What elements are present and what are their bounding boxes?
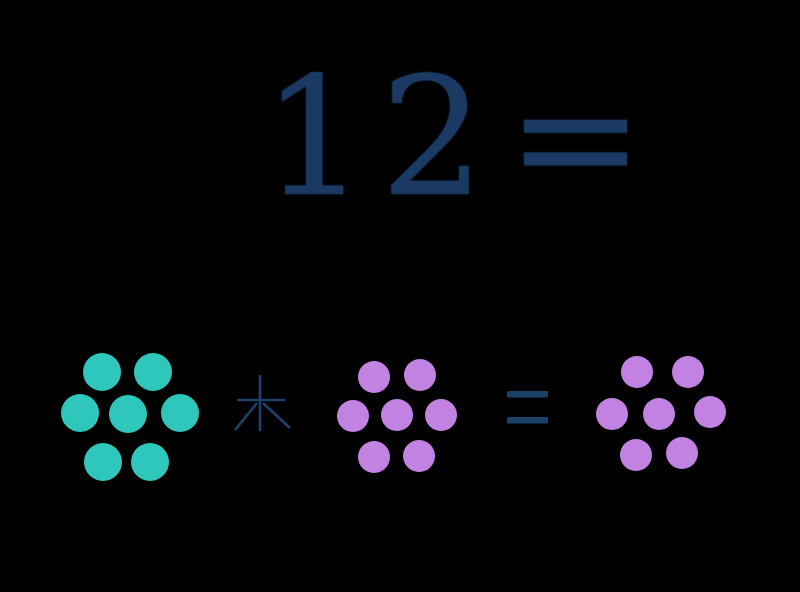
addend-2-dot: [337, 400, 369, 432]
addend-2-dot: [381, 399, 413, 431]
plus-operator-icon: [233, 375, 291, 431]
plus-right-diagonal-stroke: [262, 402, 291, 429]
addend-1-dot: [84, 443, 122, 481]
addend-2-dot: [358, 441, 390, 473]
equals-bottom-bar: [507, 417, 548, 424]
addend-1-dot: [161, 394, 199, 432]
addend-1-dot: [109, 395, 147, 433]
addend-2-dot-group: [337, 359, 457, 473]
sum-dot-group: [596, 356, 726, 471]
addend-1-dot: [131, 443, 169, 481]
sum-dot: [694, 396, 726, 428]
sum-dot: [666, 437, 698, 469]
addend-2-dot: [425, 399, 457, 431]
sum-dot: [672, 356, 704, 388]
sum-dot: [621, 356, 653, 388]
addend-1-dot: [83, 353, 121, 391]
equals-top-bar: [507, 391, 548, 398]
equals-operator-icon: [507, 391, 548, 424]
addend-1-dot-group: [61, 353, 199, 481]
addend-1-dot: [61, 394, 99, 432]
sum-dot: [620, 439, 652, 471]
sum-dot: [596, 398, 628, 430]
addend-2-dot: [404, 359, 436, 391]
addend-2-dot: [403, 440, 435, 472]
addend-1-dot: [134, 353, 172, 391]
plus-left-diagonal-stroke: [233, 402, 259, 431]
equation-total-text: 12 =: [262, 42, 659, 233]
addend-2-dot: [358, 361, 390, 393]
sum-dot: [643, 398, 675, 430]
